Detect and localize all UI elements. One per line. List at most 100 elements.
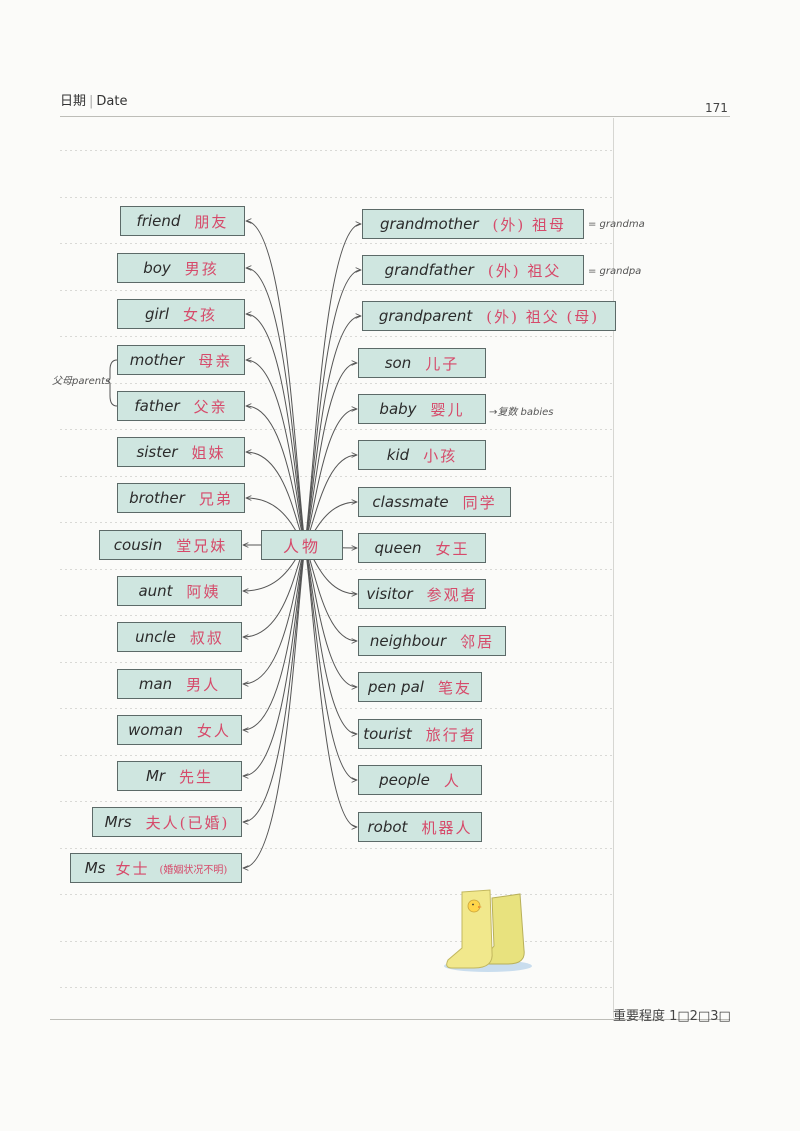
word-en: visitor <box>366 585 413 603</box>
right-node-visitor: visitor 参观者 <box>358 579 486 609</box>
ruled-line <box>60 476 615 477</box>
word-zh: 堂兄妹 <box>176 536 228 555</box>
right-node-robot: robot 机器人 <box>358 812 482 842</box>
word-en: classmate <box>372 493 449 511</box>
word-zh: 叔叔 <box>189 628 224 647</box>
ruled-line <box>60 290 615 291</box>
right-node-baby: baby 婴儿 <box>358 394 486 424</box>
left-node-man: man 男人 <box>117 669 242 699</box>
connector-line <box>304 224 361 546</box>
word-zh: 婴儿 <box>430 400 465 419</box>
ruled-line <box>60 615 615 616</box>
word-en: girl <box>144 305 169 323</box>
ruled-line <box>60 197 615 198</box>
word-en: Mrs <box>104 813 132 831</box>
word-zh: 男孩 <box>184 259 219 278</box>
connector-line <box>246 268 306 546</box>
word-en: neighbour <box>369 632 447 650</box>
ruled-line <box>60 522 615 523</box>
word-en: cousin <box>113 536 163 554</box>
header-rule <box>60 116 730 117</box>
word-en: sister <box>136 443 178 461</box>
ruled-line <box>60 569 615 570</box>
note-grandma: = grandma <box>588 219 645 230</box>
date-label-en: Date <box>96 94 128 109</box>
word-en: man <box>138 675 173 693</box>
word-zh: 母亲 <box>198 351 233 370</box>
word-zh: 机器人 <box>421 818 473 837</box>
connector-line <box>304 363 357 546</box>
connector-line <box>243 544 306 868</box>
connector-line <box>243 544 306 730</box>
margin-line <box>613 118 614 1018</box>
ruled-line <box>60 755 615 756</box>
word-zh: 笔友 <box>437 678 472 697</box>
word-zh: 人 <box>443 771 461 790</box>
word-zh: 参观者 <box>426 585 478 604</box>
right-node-people: people 人 <box>358 765 482 795</box>
word-en: pen pal <box>368 678 424 696</box>
word-zh-note: (婚姻状况不明) <box>159 864 228 876</box>
page-number: 171 <box>705 101 728 115</box>
date-label: 日期|Date <box>60 94 128 109</box>
word-en: grandmother <box>380 215 479 233</box>
rain-boots-illustration <box>444 889 532 972</box>
left-node-mrs: Mrs 夫人(已婚) <box>92 807 242 837</box>
word-zh: 邻居 <box>460 632 495 651</box>
word-en: robot <box>367 818 408 836</box>
word-zh: 女孩 <box>183 305 218 324</box>
center-node: 人物 <box>261 530 343 560</box>
ruled-line <box>60 848 615 849</box>
importance-rating: 重要程度 1□2□3□ <box>613 1009 731 1024</box>
word-en: mother <box>129 351 185 369</box>
left-node-uncle: uncle 叔叔 <box>117 622 242 652</box>
word-en: grandparent <box>378 307 473 325</box>
word-zh: 姐妹 <box>191 443 226 462</box>
note-parents: 父母parents <box>52 376 111 387</box>
connector-line <box>304 270 361 546</box>
word-en: people <box>379 771 430 789</box>
word-en: woman <box>128 721 183 739</box>
word-zh: 兄弟 <box>198 489 233 508</box>
word-zh: 男人 <box>186 675 221 694</box>
parents-brace <box>105 359 118 407</box>
word-zh: 儿子 <box>425 354 460 373</box>
word-en: baby <box>379 400 417 418</box>
connector-line <box>243 544 306 822</box>
center-node-label: 人物 <box>282 537 321 556</box>
word-en: brother <box>129 489 185 507</box>
word-en: queen <box>374 539 422 557</box>
word-en: kid <box>386 446 410 464</box>
ruled-line <box>60 150 615 151</box>
connector-line <box>304 544 357 780</box>
footer-rule <box>50 1019 730 1020</box>
right-node-grandparent: grandparent(外) 祖父 (母) <box>362 301 616 331</box>
ruled-line <box>60 243 615 244</box>
connector-line <box>246 314 306 546</box>
ruled-line <box>60 429 615 430</box>
ruled-line <box>60 941 615 942</box>
left-node-mother: mother 母亲 <box>117 345 245 375</box>
ruled-line <box>60 708 615 709</box>
right-node-neighbour: neighbour 邻居 <box>358 626 506 656</box>
word-zh: 女士 <box>115 859 150 878</box>
word-en: uncle <box>135 628 176 646</box>
left-node-ms: Ms 女士 (婚姻状况不明) <box>70 853 242 883</box>
word-en: Mr <box>145 767 166 785</box>
word-zh: 夫人(已婚) <box>145 813 230 832</box>
word-zh: 女王 <box>435 539 470 558</box>
left-node-brother: brother 兄弟 <box>117 483 245 513</box>
left-node-girl: girl 女孩 <box>117 299 245 329</box>
word-en: Ms <box>84 859 106 877</box>
ruled-line <box>60 662 615 663</box>
date-label-cn: 日期 <box>60 94 87 109</box>
ruled-line <box>60 336 615 337</box>
note-grandpa: = grandpa <box>588 266 642 277</box>
left-node-sister: sister 姐妹 <box>117 437 245 467</box>
